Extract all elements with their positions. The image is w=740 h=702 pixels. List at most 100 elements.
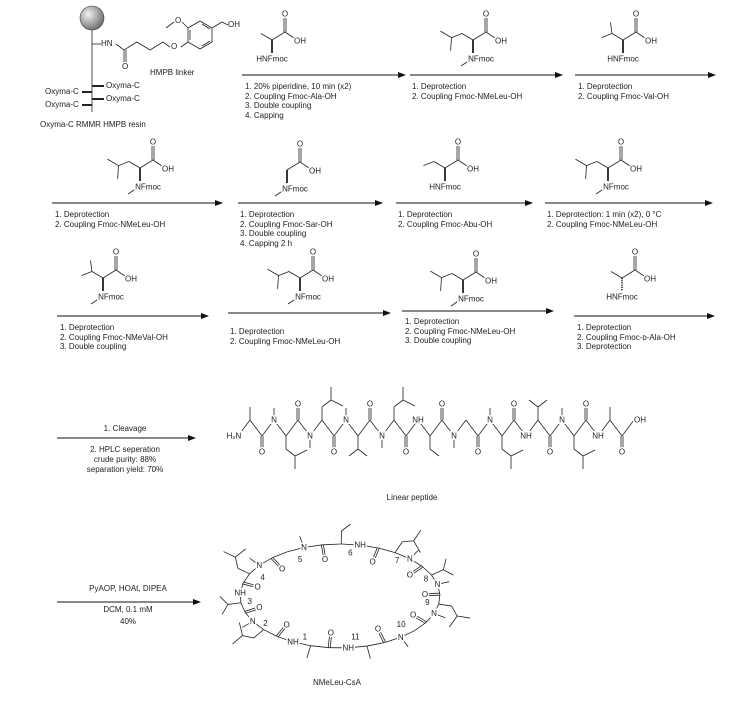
bond bbox=[118, 161, 130, 167]
bond bbox=[449, 615, 458, 628]
bond bbox=[242, 635, 254, 639]
hydroxyl-oh: OH bbox=[322, 275, 334, 284]
bond bbox=[235, 548, 247, 558]
bond bbox=[440, 30, 452, 38]
acid-oh: OH bbox=[634, 416, 646, 425]
resin-structure bbox=[79, 5, 229, 112]
bond bbox=[277, 628, 286, 638]
bond bbox=[263, 629, 278, 637]
bond bbox=[475, 271, 486, 279]
bond bbox=[284, 31, 295, 39]
bond bbox=[299, 269, 314, 279]
bond bbox=[292, 641, 311, 647]
bond bbox=[372, 547, 378, 558]
cyclization-reagents: PyAOP, HOAt, DIPEA bbox=[89, 584, 167, 593]
step-2-line-2: 2. Coupling Fmoc-NMeLeu-OH bbox=[412, 91, 523, 101]
bond bbox=[310, 645, 330, 649]
bond bbox=[303, 544, 323, 548]
bond bbox=[510, 449, 524, 457]
bond bbox=[595, 187, 606, 195]
bond bbox=[239, 592, 242, 603]
n-methyl-amide: N bbox=[271, 416, 277, 425]
cyclization-yield: 40% bbox=[119, 617, 137, 626]
bond bbox=[152, 159, 163, 167]
carbonyl-o: O bbox=[328, 628, 334, 637]
amine-h2n: H₂N bbox=[227, 432, 242, 441]
bond bbox=[286, 547, 305, 553]
hydroxyl-oh: OH bbox=[630, 165, 642, 174]
hydroxyl-oh: OH bbox=[645, 37, 657, 46]
bond bbox=[294, 449, 308, 457]
bond bbox=[117, 165, 119, 179]
carbonyl-o: O bbox=[483, 10, 489, 19]
bond bbox=[442, 558, 447, 570]
bond bbox=[240, 602, 246, 613]
nfmoc-label: NFmoc bbox=[468, 55, 494, 64]
bond bbox=[271, 551, 288, 559]
carbonyl-o: O bbox=[422, 590, 428, 599]
n-methyl-amide: N bbox=[451, 432, 457, 441]
bond bbox=[393, 419, 407, 437]
step-9-line-2: 2. Coupling Fmoc-NMeLeu-OH bbox=[230, 336, 341, 346]
nfmoc-label: NFmoc bbox=[282, 185, 308, 194]
bond bbox=[381, 419, 395, 437]
bond bbox=[440, 277, 442, 291]
hnfmoc-label: HNFmoc bbox=[429, 183, 461, 192]
oxyma-label-4: Oxyma-C bbox=[45, 100, 79, 109]
step-11-line-3: 3. Deprotection bbox=[577, 342, 632, 351]
bond bbox=[451, 273, 464, 281]
bond bbox=[414, 622, 427, 631]
bond bbox=[409, 558, 423, 567]
residue-number-1: 1 bbox=[303, 632, 308, 641]
bond bbox=[348, 448, 359, 457]
carbonyl-o: O bbox=[439, 400, 445, 409]
bond bbox=[348, 645, 367, 649]
bond bbox=[415, 617, 426, 624]
bond bbox=[357, 419, 371, 437]
bond bbox=[450, 37, 452, 51]
amide-nh: NH bbox=[342, 643, 354, 652]
hplc-step: 2. HPLC seperation bbox=[90, 445, 160, 454]
bond bbox=[378, 547, 396, 554]
step-4-line-2: 2. Coupling Fmoc-NMeLeu-OH bbox=[55, 219, 166, 229]
bond bbox=[586, 161, 598, 167]
bond bbox=[139, 159, 154, 169]
amide-nh: NH bbox=[287, 637, 299, 646]
bond bbox=[380, 632, 386, 643]
bond bbox=[621, 419, 635, 437]
step-1-line-2: 2. Coupling Fmoc-Ala-OH bbox=[245, 91, 337, 101]
step-3-line-2: 2. Coupling Fmoc-Val-OH bbox=[578, 91, 669, 101]
bond bbox=[437, 584, 441, 595]
bond bbox=[90, 297, 101, 305]
n-methyl-amide: N bbox=[431, 609, 437, 618]
n-methyl-amide: N bbox=[487, 416, 493, 425]
bond bbox=[441, 419, 455, 437]
bond bbox=[622, 31, 637, 41]
bond bbox=[244, 607, 256, 612]
bond bbox=[237, 419, 251, 437]
bond bbox=[272, 556, 281, 566]
bond bbox=[413, 529, 422, 542]
bond bbox=[238, 622, 243, 636]
step-6-line-1: 1. Deprotection bbox=[398, 210, 453, 219]
carbonyl-o: O bbox=[633, 10, 639, 19]
hydroxyl-oh: OH bbox=[495, 37, 507, 46]
residue-number-7: 7 bbox=[395, 556, 400, 565]
carbonyl-o: O bbox=[113, 248, 119, 257]
bond bbox=[597, 419, 611, 437]
bond bbox=[611, 33, 624, 41]
carbonyl-o: O bbox=[473, 250, 479, 259]
bond bbox=[219, 596, 229, 605]
step-8-line-3: 3. Double coupling bbox=[60, 342, 127, 351]
residue-number-10: 10 bbox=[397, 620, 406, 629]
bond bbox=[288, 271, 301, 279]
bond bbox=[394, 552, 411, 560]
step-1-line-1: 1. 20% piperidine, 10 min (x2) bbox=[245, 82, 352, 91]
bond bbox=[400, 630, 415, 638]
n-methyl-amide: N bbox=[407, 554, 413, 563]
bond bbox=[528, 399, 539, 408]
